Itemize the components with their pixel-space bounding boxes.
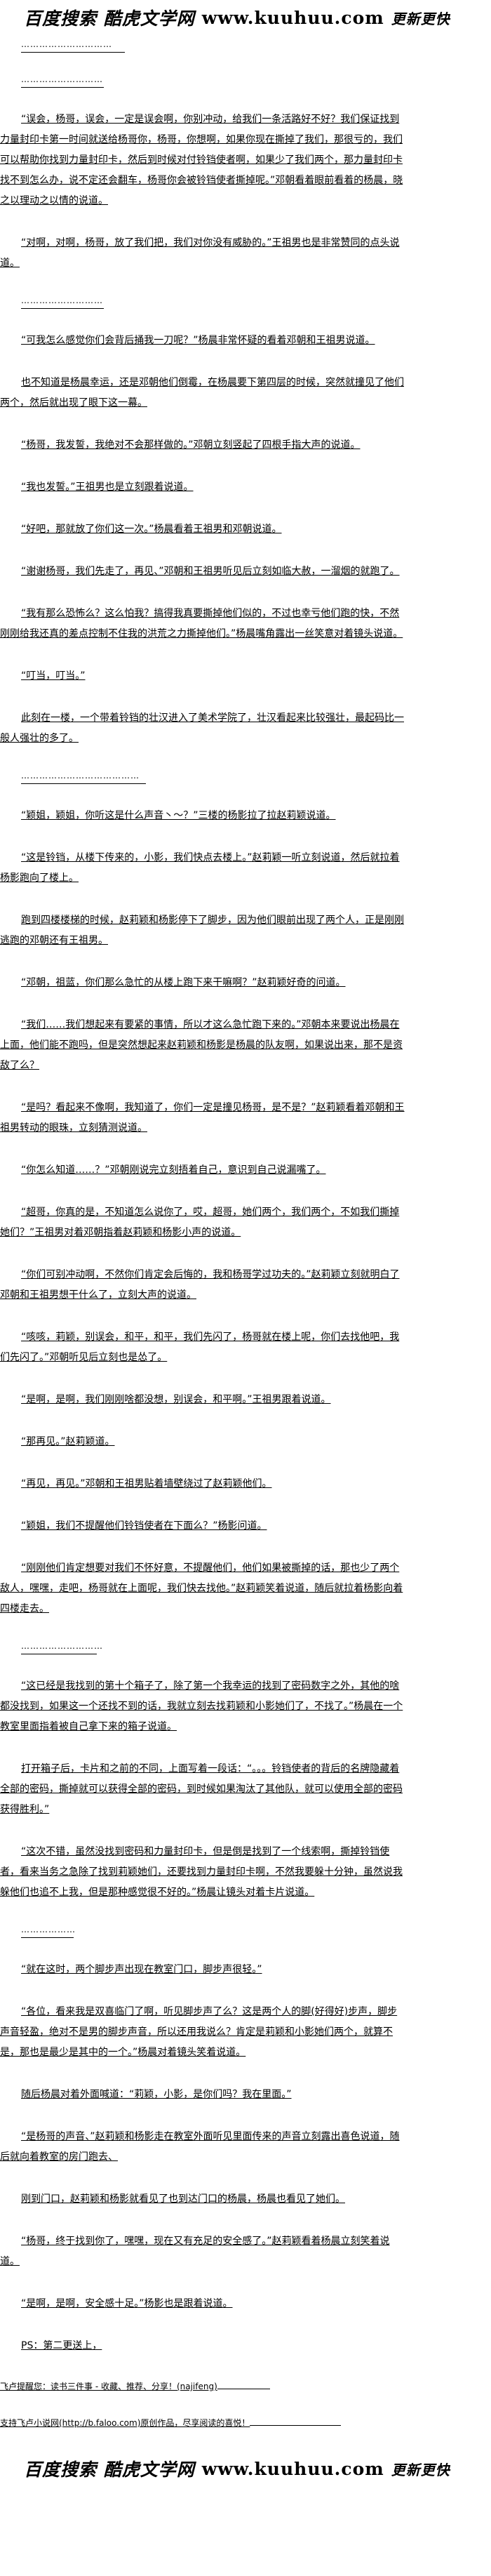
banner-search-text: 百度搜索 酷虎文学网 <box>24 2459 195 2480</box>
paragraph: “咳咳，莉颖，别误会，和平，和平，我们先闪了，杨哥就在楼上呢，你们去找他吧，我们… <box>0 1332 400 1363</box>
paragraph: 跑到四楼楼梯的时候，赵莉颖和杨影停下了脚步，因为他们眼前出现了两个人，正是刚刚逃… <box>0 915 404 946</box>
section-separator: ……………………… <box>21 296 405 309</box>
paragraph: “那再见。”赵莉颖道。 <box>21 1436 115 1447</box>
paragraph: “刚刚他们肯定想要对我们不怀好意，不提醒他们，他们如果被撕掉的话，那也少了两个敌… <box>0 1562 403 1614</box>
section-separator: ……………… <box>21 1925 405 1938</box>
paragraph: “我们……我们想起来有要紧的事情，所以才这么急忙跑下来的。”邓朝本来要说出杨晨在… <box>0 1019 403 1071</box>
paragraph: “是杨哥的声音、”赵莉颖和杨影走在教室外面听见里面传来的声音立刻露出喜色说道，随… <box>0 2131 400 2163</box>
paragraph: “对啊，对啊，杨哥，放了我们把，我们对你没有威胁的。”王祖男也是非常赞同的点头说… <box>0 237 400 269</box>
paragraph: “超哥，你真的是，不知道怎么说你了，哎，超哥，她们两个，我们两个，不如我们撕掉她… <box>0 1207 400 1238</box>
section-separator: ……………………… <box>21 74 405 88</box>
chapter-content: ………………………… ……………………… “误会，杨哥，误会，一定是误会啊，你别… <box>0 35 405 2356</box>
banner-url: www.kuuhuu.com <box>201 2458 384 2479</box>
section-separator: ………………………………… <box>21 771 405 784</box>
paragraph: “杨哥，我发誓，我绝对不会那样做的。”邓朝立刻竖起了四根手指大声的说道。 <box>21 439 361 451</box>
banner-tagline: 更新更快 <box>391 2461 450 2478</box>
paragraph: “邓朝，祖蓝，你们那么急忙的从楼上跑下来干嘛啊？”赵莉颖好奇的问道。 <box>21 977 346 988</box>
faloo-support-link[interactable]: 支持飞卢小说网(http://b.faloo.com)原创作品，尽享阅读的喜悦！ <box>0 2415 491 2431</box>
paragraph: “你怎么知道……？”邓朝刚说完立刻捂着自己，意识到自己说漏嘴了。 <box>21 1164 326 1176</box>
ps-note: PS：第二更送上， <box>21 2340 102 2351</box>
paragraph: “杨哥，终于找到你了，嘿嘿，现在又有充足的安全感了。”赵莉颖看着杨晨立刻笑着说道… <box>0 2236 390 2267</box>
paragraph: “是吗？看起来不像啊，我知道了，你们一定是撞见杨哥，是不是？”赵莉颖看着邓朝和王… <box>0 1102 405 1134</box>
paragraph: “就在这时，两个脚步声出现在教室门口，脚步声很轻。” <box>21 1964 262 1975</box>
paragraph: 也不知道是杨晨幸运，还是邓朝他们倒霉，在杨晨要下第四层的时候，突然就撞见了他们两… <box>0 377 404 409</box>
paragraph: “是啊，是啊，我们刚刚啥都没想，别误会，和平啊。”王祖男跟着说道。 <box>21 1394 331 1405</box>
paragraph: “叮当，叮当。” <box>21 670 86 682</box>
paragraph: “你们可别冲动啊，不然你们肯定会后悔的，我和杨哥学过功夫的。”赵莉颖立刻就明白了… <box>0 1269 400 1301</box>
paragraph: 此刻在一楼，一个带着铃铛的壮汉进入了美术学院了，壮汉看起来比较强壮，最起码比一般… <box>0 712 404 744</box>
paragraph: “这是铃铛，从楼下传来的，小影，我们快点去楼上。”赵莉颖一听立刻说道，然后就拉着… <box>0 852 400 884</box>
paragraph: 随后杨晨对着外面喊道：“莉颖，小影，是你们吗？我在里面。” <box>21 2089 292 2100</box>
paragraph: “各位，看来我是双喜临门了啊，听见脚步声了么？这是两个人的脚(好得好)步声，脚步… <box>0 2006 398 2058</box>
paragraph: “再见，再见。”邓朝和王祖男贴着墙壁绕过了赵莉颖他们。 <box>21 1478 272 1489</box>
paragraph: 刚到门口，赵莉颖和杨影就看见了也到达门口的杨晨，杨晨也看见了她们。 <box>21 2193 345 2205</box>
section-separator: ……………………… <box>21 1641 405 1654</box>
banner-search-text: 百度搜索 酷虎文学网 <box>24 8 195 29</box>
paragraph: “误会，杨哥，误会，一定是误会啊，你别冲动，给我们一条活路好不好？我们保证找到力… <box>0 114 403 206</box>
paragraph: “我有那么恐怖么？这么怕我？搞得我真要撕掉他们似的，不过也幸亏他们跑的快，不然刚… <box>0 608 403 639</box>
banner-tagline: 更新更快 <box>391 10 450 27</box>
paragraph: “这次不错，虽然没找到密码和力量封印卡，但是倒是找到了一个线索啊，撕掉铃铛使者，… <box>0 1846 403 1898</box>
paragraph: “是啊，是啊，安全感十足。”杨影也是跟着说道。 <box>21 2298 233 2309</box>
paragraph: “谢谢杨哥，我们先走了，再见、”邓朝和王祖男听见后立刻如临大赦，一溜烟的就跑了。 <box>21 566 400 577</box>
paragraph: 打开箱子后，卡片和之前的不同，上面写着一段话：“。。。铃铛使者的背后的名牌隐藏着… <box>0 1763 403 1815</box>
paragraph: “颖姐，颖姐，你听这是什么声音丶～？”三楼的杨影拉了拉赵莉颖说道。 <box>21 810 336 821</box>
paragraph: “颖姐，我们不提醒他们铃铛使者在下面么？”杨影问道。 <box>21 1520 267 1532</box>
site-banner-bottom: 百度搜索 酷虎文学网 www.kuuhuu.com 更新更快 <box>0 2451 491 2486</box>
paragraph: “好吧，那就放了你们这一次。”杨晨看着王祖男和邓朝说道。 <box>21 524 282 535</box>
banner-url: www.kuuhuu.com <box>201 7 384 28</box>
site-banner-top: 百度搜索 酷虎文学网 www.kuuhuu.com 更新更快 <box>0 0 491 35</box>
paragraph: “这已经是我找到的第十个箱子了，除了第一个我幸运的找到了密码数字之外，其他的啥都… <box>0 1680 403 1732</box>
faloo-reminder: 飞卢提醒您：读书三件事 - 收藏、推荐、分享！(najifeng) <box>0 2378 491 2395</box>
section-separator: ………………………… <box>21 39 405 53</box>
paragraph: “我也发誓。”王祖男也是立刻跟着说道。 <box>21 482 194 493</box>
paragraph: “可我怎么感觉你们会背后捅我一刀呢？”杨晨非常怀疑的看着邓朝和王祖男说道。 <box>21 335 375 346</box>
